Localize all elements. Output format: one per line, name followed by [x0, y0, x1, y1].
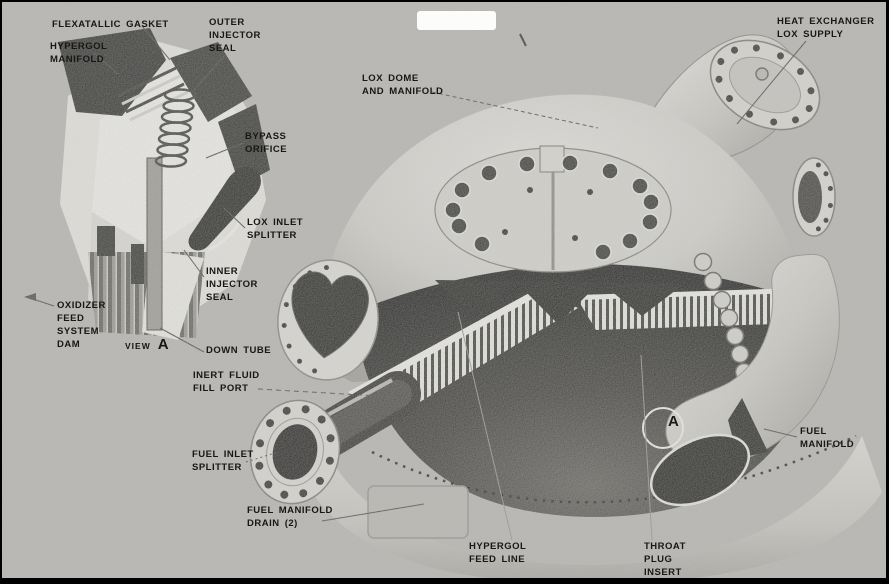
frame-bottom-band	[0, 578, 889, 584]
label-lox-dome-and-manifold: LOX DOME AND MANIFOLD	[362, 73, 444, 97]
label-flexatallic-gasket: FLEXATALLIC GASKET	[52, 19, 169, 30]
label-hypergol-feed-line: HYPERGOL FEED LINE	[469, 541, 527, 565]
view-a-caption: VIEW A	[125, 336, 169, 353]
section-a-marker: A	[668, 413, 679, 430]
label-outer-injector-seal: OUTER INJECTOR SEAL	[209, 17, 261, 54]
label-lox-inlet-splitter: LOX INLET SPLITTER	[247, 217, 304, 241]
label-oxidizer-feed-system-dam: OXIDIZER FEED SYSTEM DAM	[57, 300, 106, 350]
label-fuel-inlet-splitter: FUEL INLET SPLITTER	[192, 449, 254, 473]
label-hypergol-manifold: HYPERGOL MANIFOLD	[50, 41, 108, 65]
label-inert-fluid-fill-port: INERT FLUID FILL PORT	[193, 370, 260, 394]
label-fuel-manifold: FUEL MANIFOLD	[800, 426, 855, 450]
label-fuel-manifold-drain: FUEL MANIFOLD DRAIN (2)	[247, 505, 333, 529]
view-a-prefix: VIEW	[125, 341, 151, 351]
label-down-tube: DOWN TUBE	[206, 345, 272, 356]
blank-caption-box	[417, 11, 496, 30]
label-bypass-orifice: BYPASS ORIFICE	[245, 131, 288, 155]
label-inner-injector-seal: INNER INJECTOR SEAL	[206, 266, 258, 303]
label-heat-exchanger-lox-supply: HEAT EXCHANGER LOX SUPPLY	[777, 16, 875, 40]
view-a-letter: A	[157, 336, 169, 353]
label-throat-plug-insert: THROAT PLUG INSERT	[644, 541, 686, 578]
